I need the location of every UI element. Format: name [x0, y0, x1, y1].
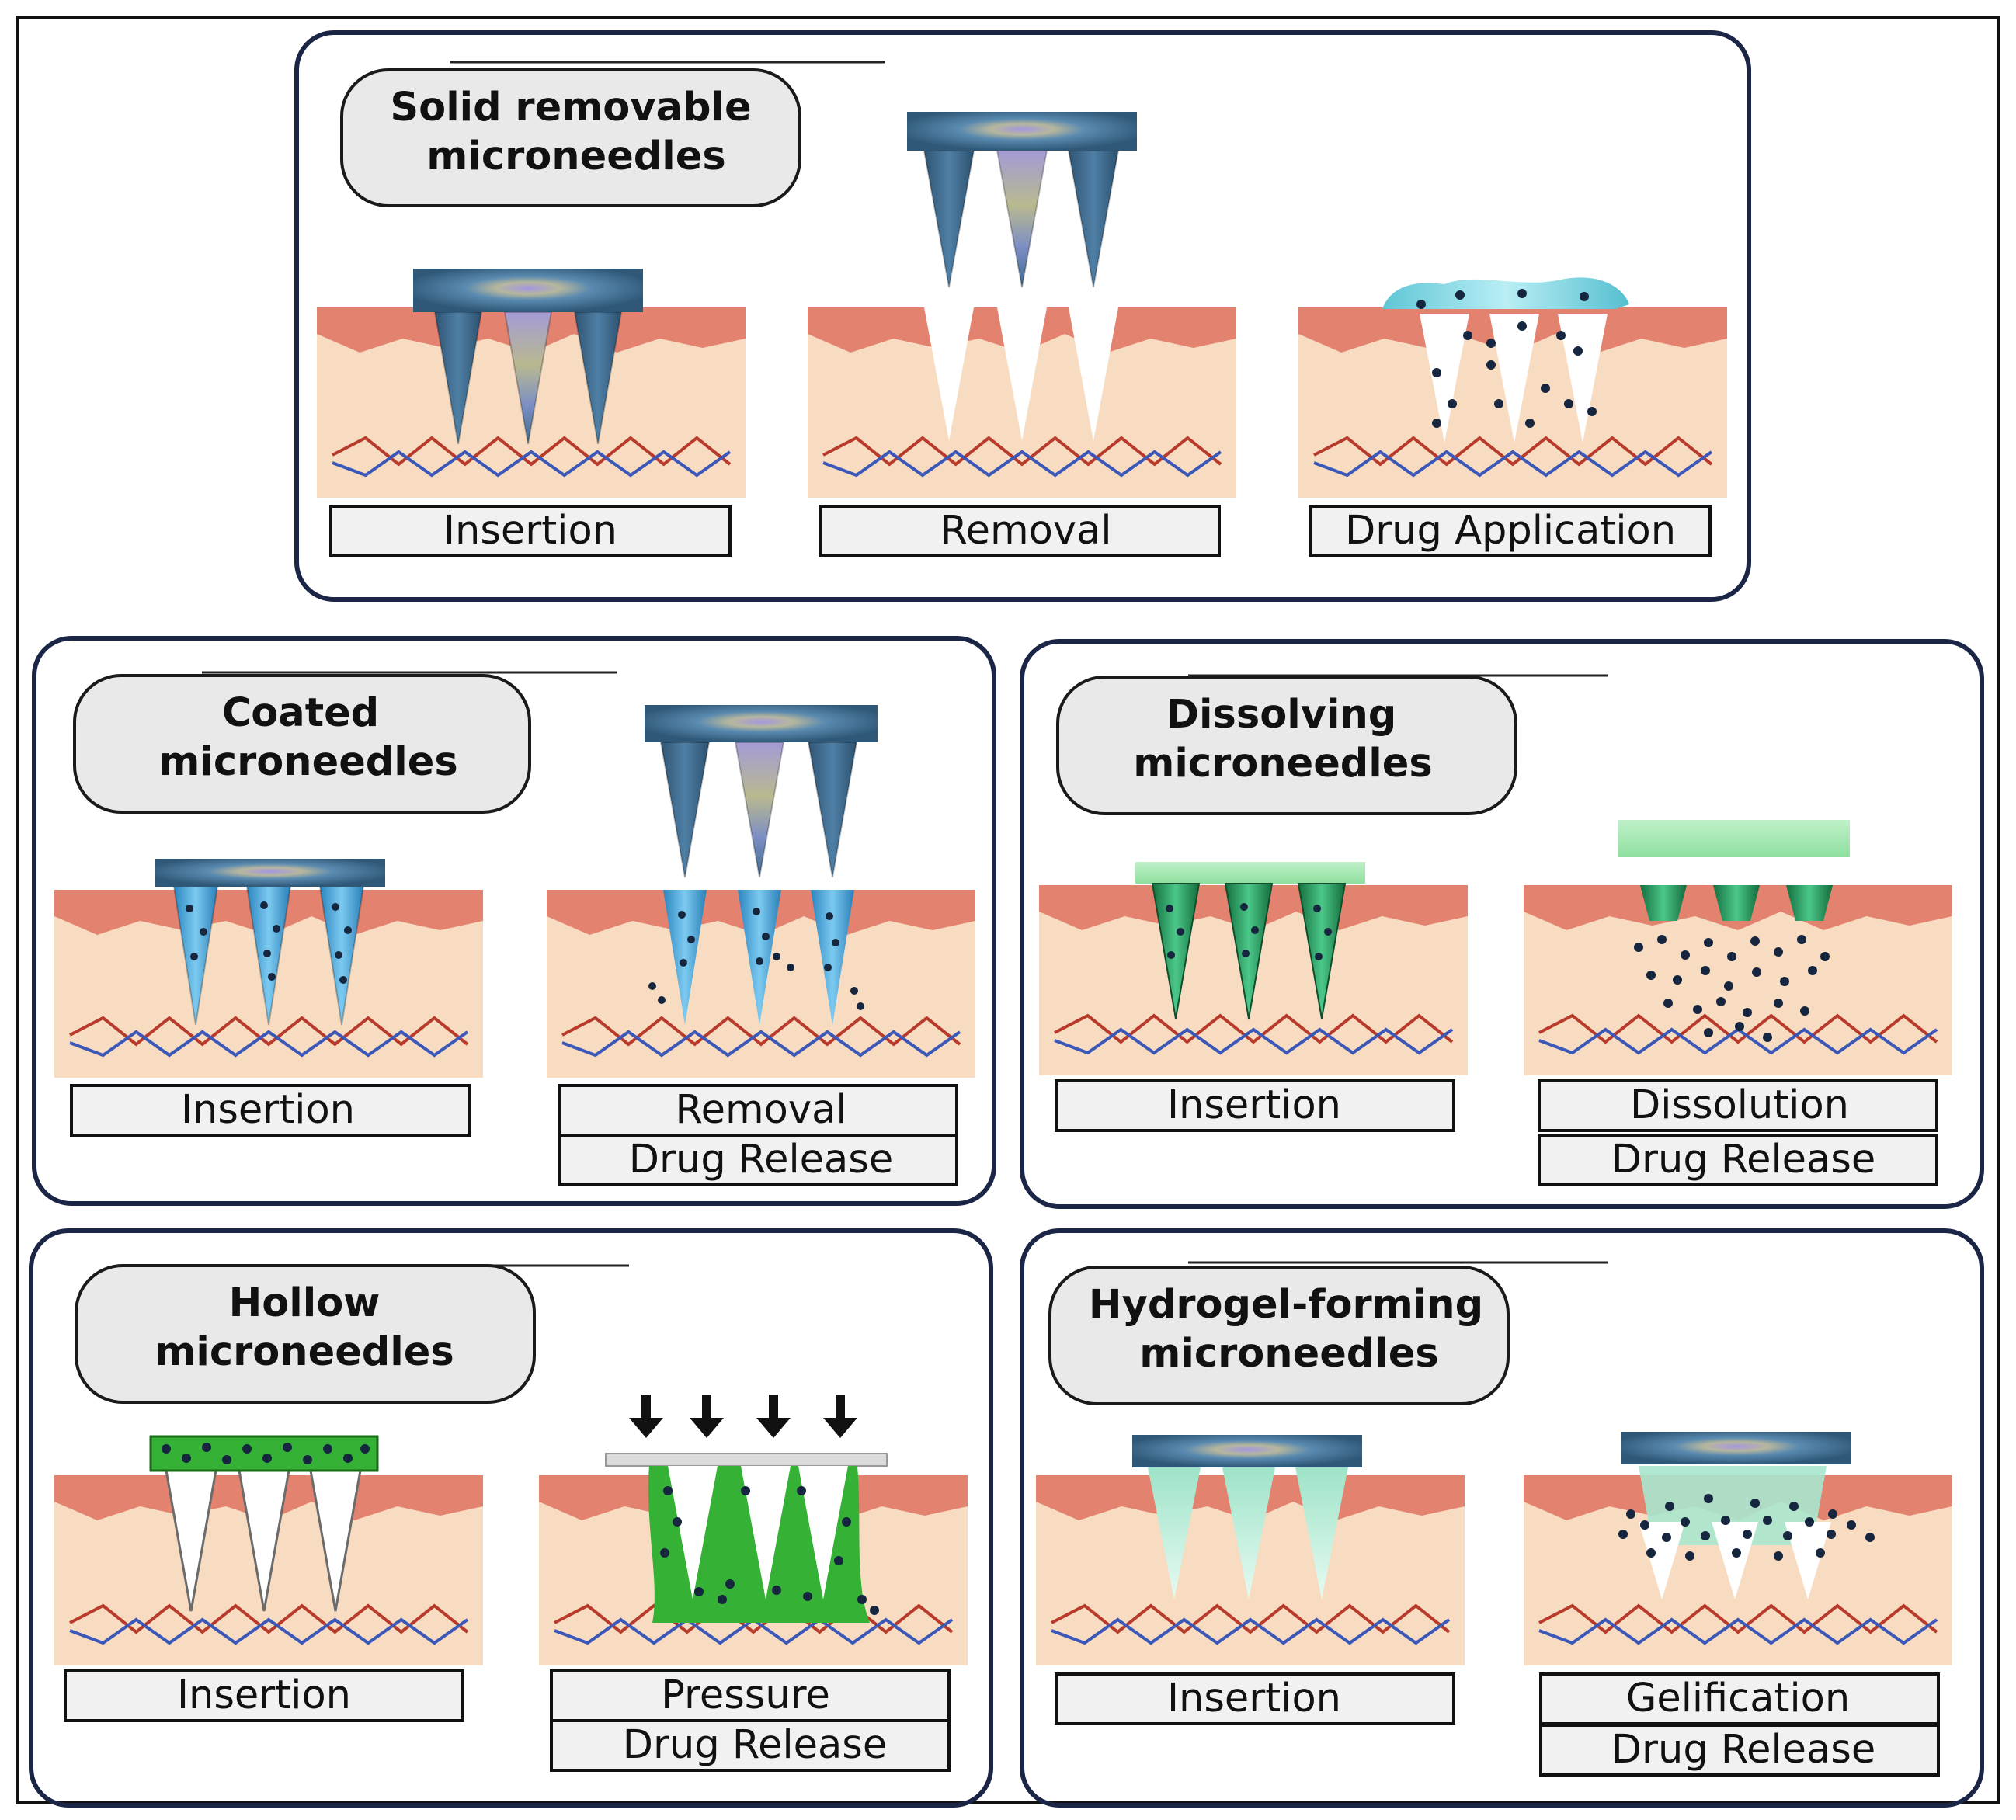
label-solid-drug-application: Drug Application	[1345, 508, 1676, 554]
label-coated-insertion: Insertion	[181, 1087, 355, 1133]
panel-coated-border	[32, 636, 996, 1206]
dissolving-dissolution-group	[1618, 820, 1850, 1042]
title-pill-dissolving: Dissolving microneedles	[1056, 676, 1517, 815]
label-hollow-insertion: Insertion	[177, 1672, 351, 1718]
label-hydrogel-gelification: Gelification	[1626, 1676, 1850, 1721]
label-dissolving-insertion: Insertion	[1167, 1082, 1341, 1128]
label-hydrogel-drug-release: Drug Release	[1611, 1727, 1875, 1773]
hollow-insertion-group	[149, 1435, 379, 1612]
outer-frame	[16, 16, 2000, 1804]
title-coated-line2: microneedles	[158, 739, 457, 785]
solid-removal-patch	[907, 112, 1137, 288]
solid-drug-application-group	[1382, 277, 1629, 443]
step-labels: Insertion Removal Drug Application Inser…	[64, 505, 1940, 1777]
coated-removal-patch	[645, 705, 878, 878]
solid-insertion-patch	[413, 269, 643, 445]
title-pill-hollow: Hollow microneedles	[75, 1264, 536, 1404]
hollow-reservoir	[149, 1435, 379, 1472]
coated-insertion-patch	[155, 859, 385, 1026]
coated-removal-group	[648, 890, 864, 1025]
label-hollow-pressure: Pressure	[661, 1672, 830, 1718]
label-coated-drug-release: Drug Release	[629, 1137, 893, 1183]
label-hollow-drug-release: Drug Release	[623, 1722, 887, 1768]
label-solid-insertion: Insertion	[443, 508, 617, 554]
panel-dissolving-border	[1020, 639, 1984, 1209]
title-pill-solid: Solid removable microneedles	[340, 68, 801, 207]
solid-removal-group	[924, 307, 1118, 441]
label-dissolving-drug-release: Drug Release	[1611, 1137, 1875, 1183]
label-solid-removal: Removal	[940, 508, 1111, 554]
label-coated-removal: Removal	[675, 1087, 846, 1133]
hydrogel-insertion-group	[1132, 1435, 1362, 1599]
dissolving-insertion-group	[1135, 862, 1365, 1019]
hydrogel-gelification-group	[1618, 1432, 1875, 1599]
title-hydrogel-line2: microneedles	[1139, 1331, 1438, 1377]
title-pill-hydrogel: Hydrogel-forming microneedles	[1048, 1266, 1510, 1405]
title-coated-line1: Coated	[222, 690, 379, 736]
panel-hollow-border	[29, 1228, 993, 1808]
illustrations	[149, 112, 1875, 1623]
drug-gel-blob	[1382, 277, 1629, 309]
title-dissolving-line1: Dissolving	[1166, 692, 1397, 738]
title-pill-coated: Coated microneedles	[73, 674, 531, 814]
label-dissolving-dissolution: Dissolution	[1630, 1082, 1849, 1128]
panel-hydrogel-border	[1020, 1228, 1984, 1808]
title-hydrogel-line1: Hydrogel-forming	[1089, 1282, 1483, 1328]
hollow-pressure-group	[605, 1395, 888, 1623]
title-hollow-line2: microneedles	[155, 1329, 454, 1375]
panel-solid-border	[294, 30, 1751, 602]
title-hollow-line1: Hollow	[229, 1280, 381, 1326]
title-solid-line1: Solid removable	[390, 85, 751, 130]
title-dissolving-line2: microneedles	[1133, 741, 1432, 787]
title-solid-line2: microneedles	[426, 134, 725, 179]
label-hydrogel-insertion: Insertion	[1167, 1676, 1341, 1721]
